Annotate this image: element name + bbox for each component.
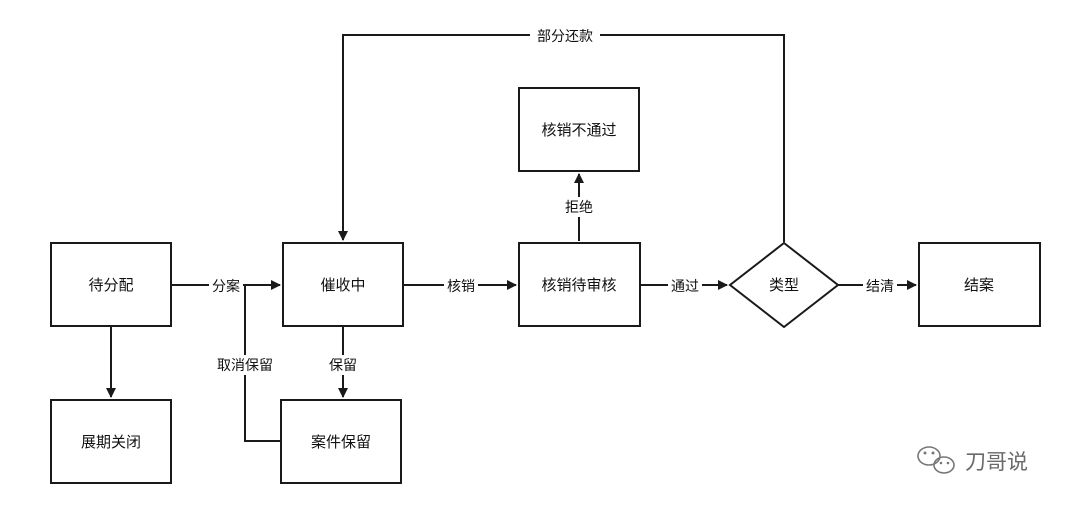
edge-label-cancel-retain: 取消保留 [212, 355, 278, 375]
svg-text:拒绝: 拒绝 [565, 200, 593, 216]
node-pending-assign: 待分配 [50, 242, 172, 327]
edge-label-partial-repay: 部分还款 [530, 26, 600, 46]
svg-text:催收中: 催收中 [320, 276, 365, 294]
wechat-icon [917, 446, 955, 474]
svg-text:待分配: 待分配 [88, 276, 133, 294]
svg-text:取消保留: 取消保留 [217, 358, 273, 374]
edge-label-pass: 通过 [668, 276, 702, 296]
node-writeoff-review: 核销待审核 [518, 242, 641, 327]
svg-text:部分还款: 部分还款 [537, 29, 593, 45]
node-writeoff-rejected: 核销不通过 [518, 87, 640, 172]
svg-text:核销: 核销 [447, 279, 475, 295]
svg-text:通过: 通过 [671, 279, 699, 295]
svg-text:核销待审核: 核销待审核 [541, 276, 616, 294]
node-closed: 结案 [918, 242, 1041, 327]
edge-label-reject: 拒绝 [562, 197, 596, 217]
node-case-retained: 案件保留 [280, 399, 402, 484]
edge-label-settle: 结清 [863, 276, 897, 296]
node-type-decision: 类型 [728, 241, 840, 329]
svg-text:案件保留: 案件保留 [311, 433, 371, 451]
edge-label-writeoff: 核销 [444, 276, 478, 296]
svg-text:分案: 分案 [212, 278, 240, 295]
edge-label-retain: 保留 [326, 355, 360, 375]
svg-text:核销不通过: 核销不通过 [541, 121, 616, 139]
svg-text:展期关闭: 展期关闭 [81, 433, 141, 451]
edge-label-assign: 分案 [209, 276, 243, 296]
node-collecting: 催收中 [282, 242, 404, 327]
watermark-text: 刀哥说 [965, 450, 1028, 474]
svg-text:结案: 结案 [964, 276, 994, 294]
watermark: 刀哥说 [917, 446, 1028, 474]
svg-text:结清: 结清 [866, 279, 894, 295]
node-extension-closed: 展期关闭 [50, 399, 172, 484]
svg-text:保留: 保留 [329, 358, 357, 374]
svg-text:类型: 类型 [769, 276, 799, 294]
